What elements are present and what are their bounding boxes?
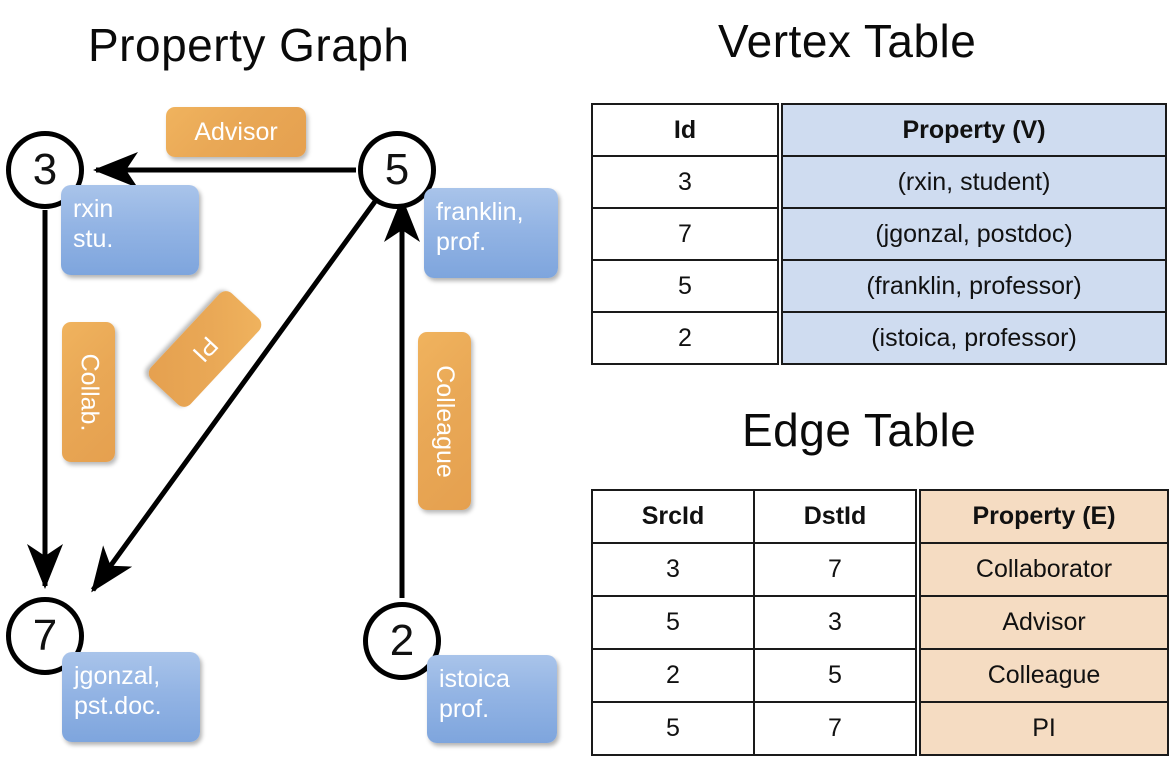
edge-label-chip-pi-text: PI [187, 331, 224, 368]
edge-table-cell-srcid: 2 [591, 648, 755, 703]
page-title-property-graph: Property Graph [88, 19, 410, 71]
edge-table-header-srcid: SrcId [591, 489, 755, 544]
edge-table-property-column: Property (E) Collaborator Advisor Collea… [919, 489, 1169, 756]
vertex-table-cell-id: 5 [591, 259, 779, 313]
vertex-table-cell-property: (franklin, professor) [781, 259, 1167, 313]
table-row[interactable]: (istoica, professor) [781, 311, 1167, 365]
table-row[interactable]: 2 [591, 311, 779, 365]
edge-table-id-columns: SrcId DstId 3 7 5 3 2 5 5 7 [591, 489, 917, 756]
edge-table-cell-dstid: 5 [753, 648, 917, 703]
edge-5-to-7-pi [90, 194, 382, 593]
table-row[interactable]: 2 5 [591, 648, 917, 703]
edge-table-header-property: Property (E) [919, 489, 1169, 544]
graph-node-2[interactable]: 2 [363, 602, 441, 680]
vertex-table-cell-property: (rxin, student) [781, 155, 1167, 209]
vertex-property-box-2-line2: prof. [439, 694, 490, 723]
graph-node-3-label: 3 [32, 145, 58, 194]
table-row[interactable]: 3 [591, 155, 779, 209]
table-row[interactable]: Advisor [919, 595, 1169, 650]
vertex-table-cell-property: (istoica, professor) [781, 311, 1167, 365]
edge-table-cell-property: PI [919, 701, 1169, 756]
table-row[interactable]: PI [919, 701, 1169, 756]
vertex-property-box-2[interactable]: istoica prof. [427, 655, 557, 743]
vertex-table-id-column: Id 3 7 5 2 [591, 103, 779, 365]
table-row[interactable]: 7 [591, 207, 779, 261]
edge-table-cell-dstid: 3 [753, 595, 917, 650]
table-row[interactable]: 5 3 [591, 595, 917, 650]
edge-table-cell-dstid: 7 [753, 542, 917, 597]
table-row[interactable]: Collaborator [919, 542, 1169, 597]
table-row[interactable]: (rxin, student) [781, 155, 1167, 209]
vertex-property-box-5[interactable]: franklin, prof. [424, 188, 558, 278]
vertex-table-cell-id: 2 [591, 311, 779, 365]
graph-node-5-label: 5 [384, 145, 410, 194]
edge-label-chip-colleague-text: Colleague [431, 364, 459, 478]
vertex-property-box-7-line2: pst.doc. [74, 691, 162, 720]
graph-node-7-label: 7 [32, 611, 58, 660]
graph-node-2-label: 2 [389, 616, 415, 665]
vertex-property-box-7[interactable]: jgonzal, pst.doc. [62, 652, 200, 742]
table-row[interactable]: 5 7 [591, 701, 917, 756]
edge-label-chip-colleague[interactable]: Colleague [418, 332, 471, 510]
property-graph-diagram: 3 5 7 2 rxin stu. franklin, prof. jgonza… [6, 107, 558, 743]
vertex-table-cell-property: (jgonzal, postdoc) [781, 207, 1167, 261]
edge-table-header-dstid: DstId [753, 489, 917, 544]
vertex-table-cell-id: 3 [591, 155, 779, 209]
edge-table-cell-property: Colleague [919, 648, 1169, 703]
edge-table-cell-dstid: 7 [753, 701, 917, 756]
page-title-vertex-table: Vertex Table [718, 15, 977, 67]
table-row[interactable]: (franklin, professor) [781, 259, 1167, 313]
vertex-property-box-5-line1: franklin, [436, 198, 524, 226]
vertex-property-box-3-line2: stu. [73, 224, 114, 253]
table-row[interactable]: 3 7 [591, 542, 917, 597]
edge-label-chip-advisor[interactable]: Advisor [166, 107, 306, 157]
edge-table-cell-srcid: 5 [591, 595, 755, 650]
table-header-row: Property (E) [919, 489, 1169, 544]
edge-label-chip-advisor-text: Advisor [194, 117, 278, 146]
edge-table-cell-property: Collaborator [919, 542, 1169, 597]
table-header-row: SrcId DstId [591, 489, 917, 544]
page-title-edge-table: Edge Table [742, 404, 977, 456]
vertex-table-header-id: Id [591, 103, 779, 157]
table-header-row: Property (V) [781, 103, 1167, 157]
table-row[interactable]: Colleague [919, 648, 1169, 703]
vertex-property-box-5-line2: prof. [436, 227, 487, 256]
vertex-property-box-2-line1: istoica [439, 665, 510, 693]
vertex-table-property-column: Property (V) (rxin, student) (jgonzal, p… [781, 103, 1167, 365]
edge-table-cell-srcid: 3 [591, 542, 755, 597]
edge-table-cell-srcid: 5 [591, 701, 755, 756]
vertex-property-box-3-line1: rxin [73, 195, 114, 223]
edge-label-chip-collab[interactable]: Collab. [62, 322, 115, 462]
vertex-property-box-7-line1: jgonzal, [74, 662, 161, 690]
table-header-row: Id [591, 103, 779, 157]
edge-label-chip-collab-text: Collab. [75, 353, 104, 431]
table-row[interactable]: (jgonzal, postdoc) [781, 207, 1167, 261]
vertex-property-box-3[interactable]: rxin stu. [61, 185, 199, 275]
vertex-table-cell-id: 7 [591, 207, 779, 261]
table-row[interactable]: 5 [591, 259, 779, 313]
edge-table-cell-property: Advisor [919, 595, 1169, 650]
vertex-table-header-property: Property (V) [781, 103, 1167, 157]
graph-edges-svg [26, 151, 421, 598]
